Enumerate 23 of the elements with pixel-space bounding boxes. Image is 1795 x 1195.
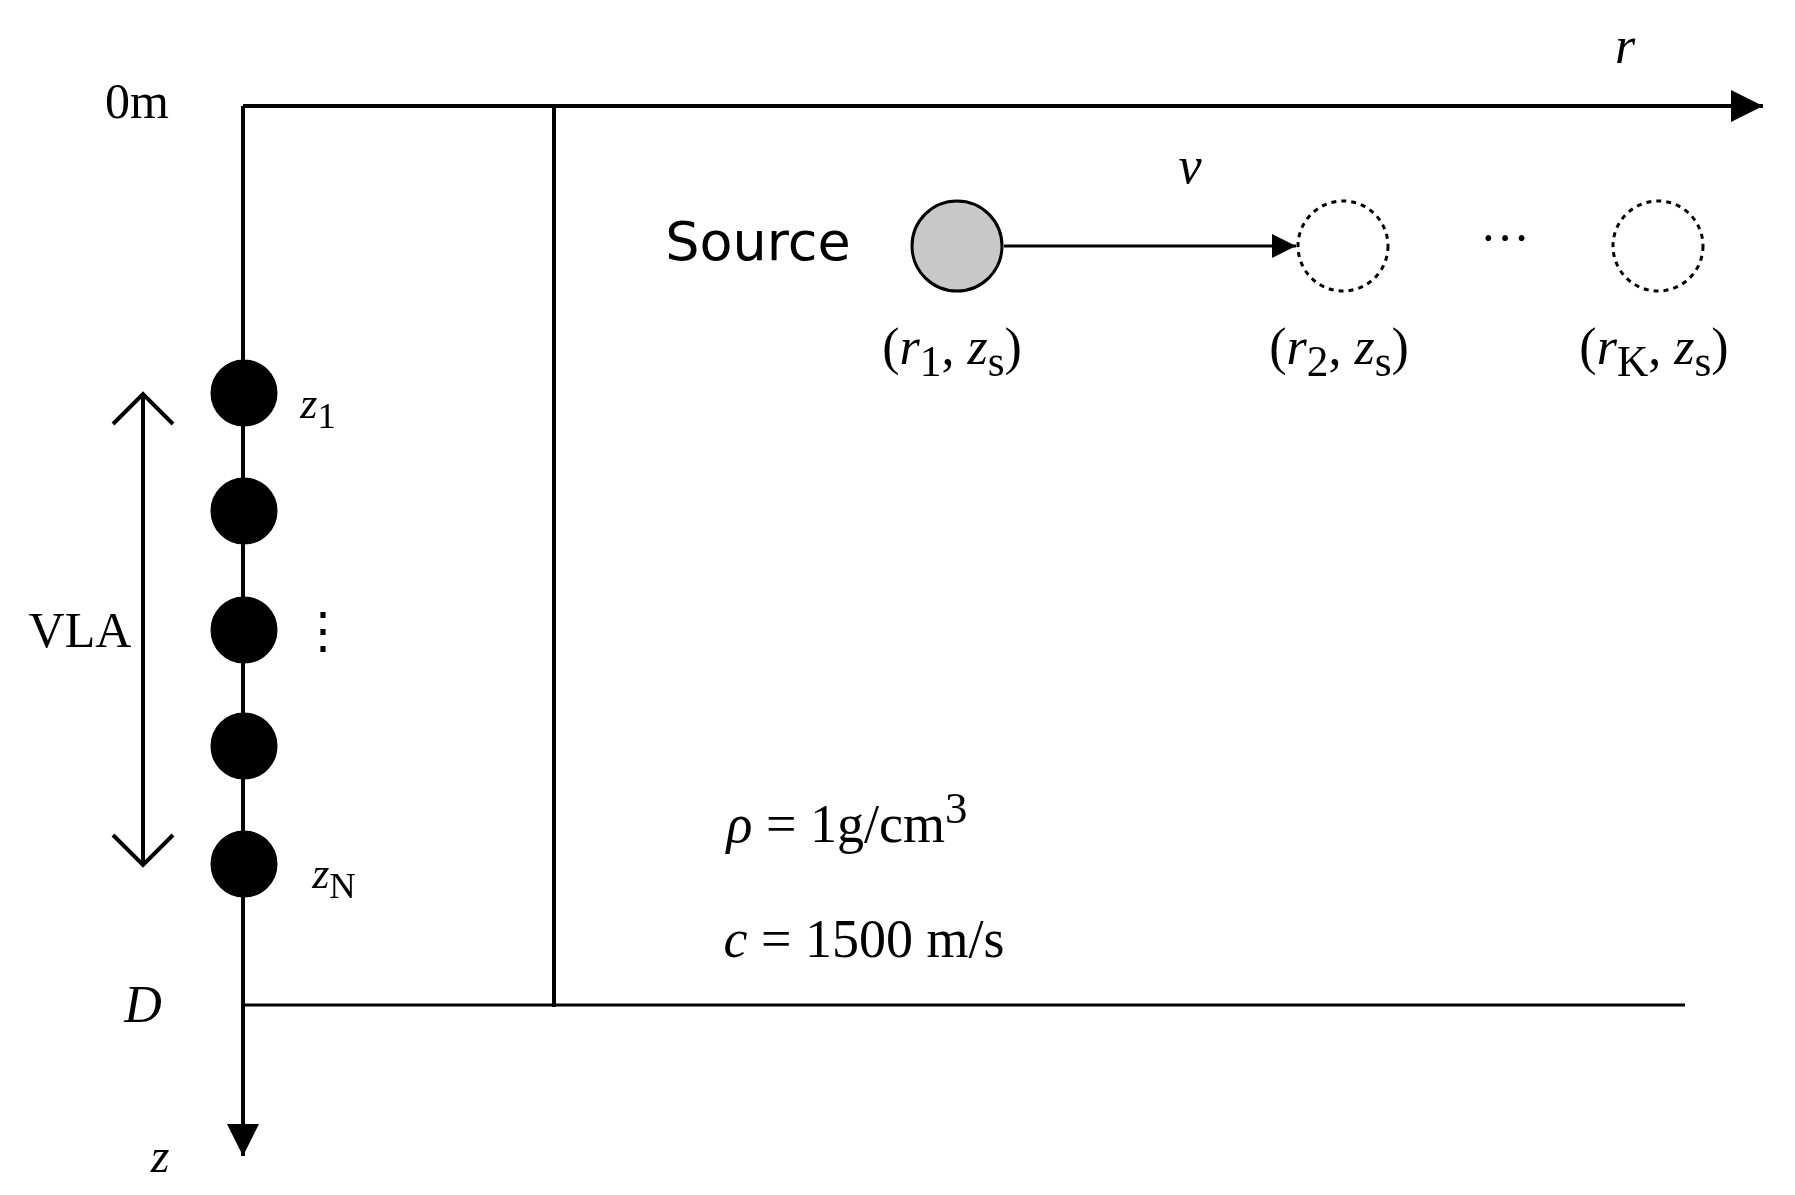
source-label: Source <box>665 215 851 269</box>
sensor-label: z$_{N}$ <box>312 851 356 905</box>
array-label: VLA <box>28 605 132 655</box>
hydrophone-circle <box>210 596 278 664</box>
ellipsis: ⋮ <box>298 605 348 655</box>
coordinate-label: (r$_{1}$, z$_{s}$) <box>882 321 1022 383</box>
sensor-label: z$_{1}$ <box>300 381 336 435</box>
coordinate-label: (r$_{K}$, z$_{s}$) <box>1579 321 1729 383</box>
axis-label: r <box>1614 20 1636 72</box>
hydrophone-circle <box>210 359 278 427</box>
coordinate-label: (r$_{2}$, z$_{s}$) <box>1269 321 1409 383</box>
axis-label: z <box>150 1132 170 1180</box>
hydrophone-circle <box>210 830 278 898</box>
source-circle <box>910 199 1004 293</box>
depth-label: 0m <box>105 76 169 126</box>
hydrophone-circle <box>210 712 278 780</box>
hydrophone-circle <box>210 477 278 545</box>
arrow <box>1004 234 1296 258</box>
ellipsis: ··· <box>1480 213 1530 263</box>
dashed-circle <box>1611 199 1705 293</box>
depth-label: D <box>124 979 162 1031</box>
formula-text: c = 1500 m/s <box>723 912 1005 966</box>
dashed-circle <box>1296 199 1390 293</box>
